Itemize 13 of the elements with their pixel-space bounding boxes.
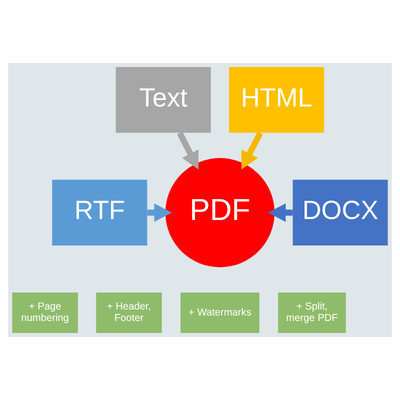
node-box: HTML xyxy=(229,67,324,133)
node-circle: PDF xyxy=(165,158,275,268)
arrow xyxy=(241,132,263,170)
arrow xyxy=(147,203,172,222)
node-box: RTF xyxy=(52,180,148,246)
node-box: + Header, Footer xyxy=(96,292,162,333)
arrow xyxy=(268,203,293,222)
node-box: + Watermarks xyxy=(180,292,260,333)
node-box: Text xyxy=(116,67,211,133)
node-box: DOCX xyxy=(292,180,388,246)
node-box: + Split, merge PDF xyxy=(278,292,346,333)
arrow xyxy=(177,132,199,170)
node-box: + Page numbering xyxy=(12,292,78,333)
